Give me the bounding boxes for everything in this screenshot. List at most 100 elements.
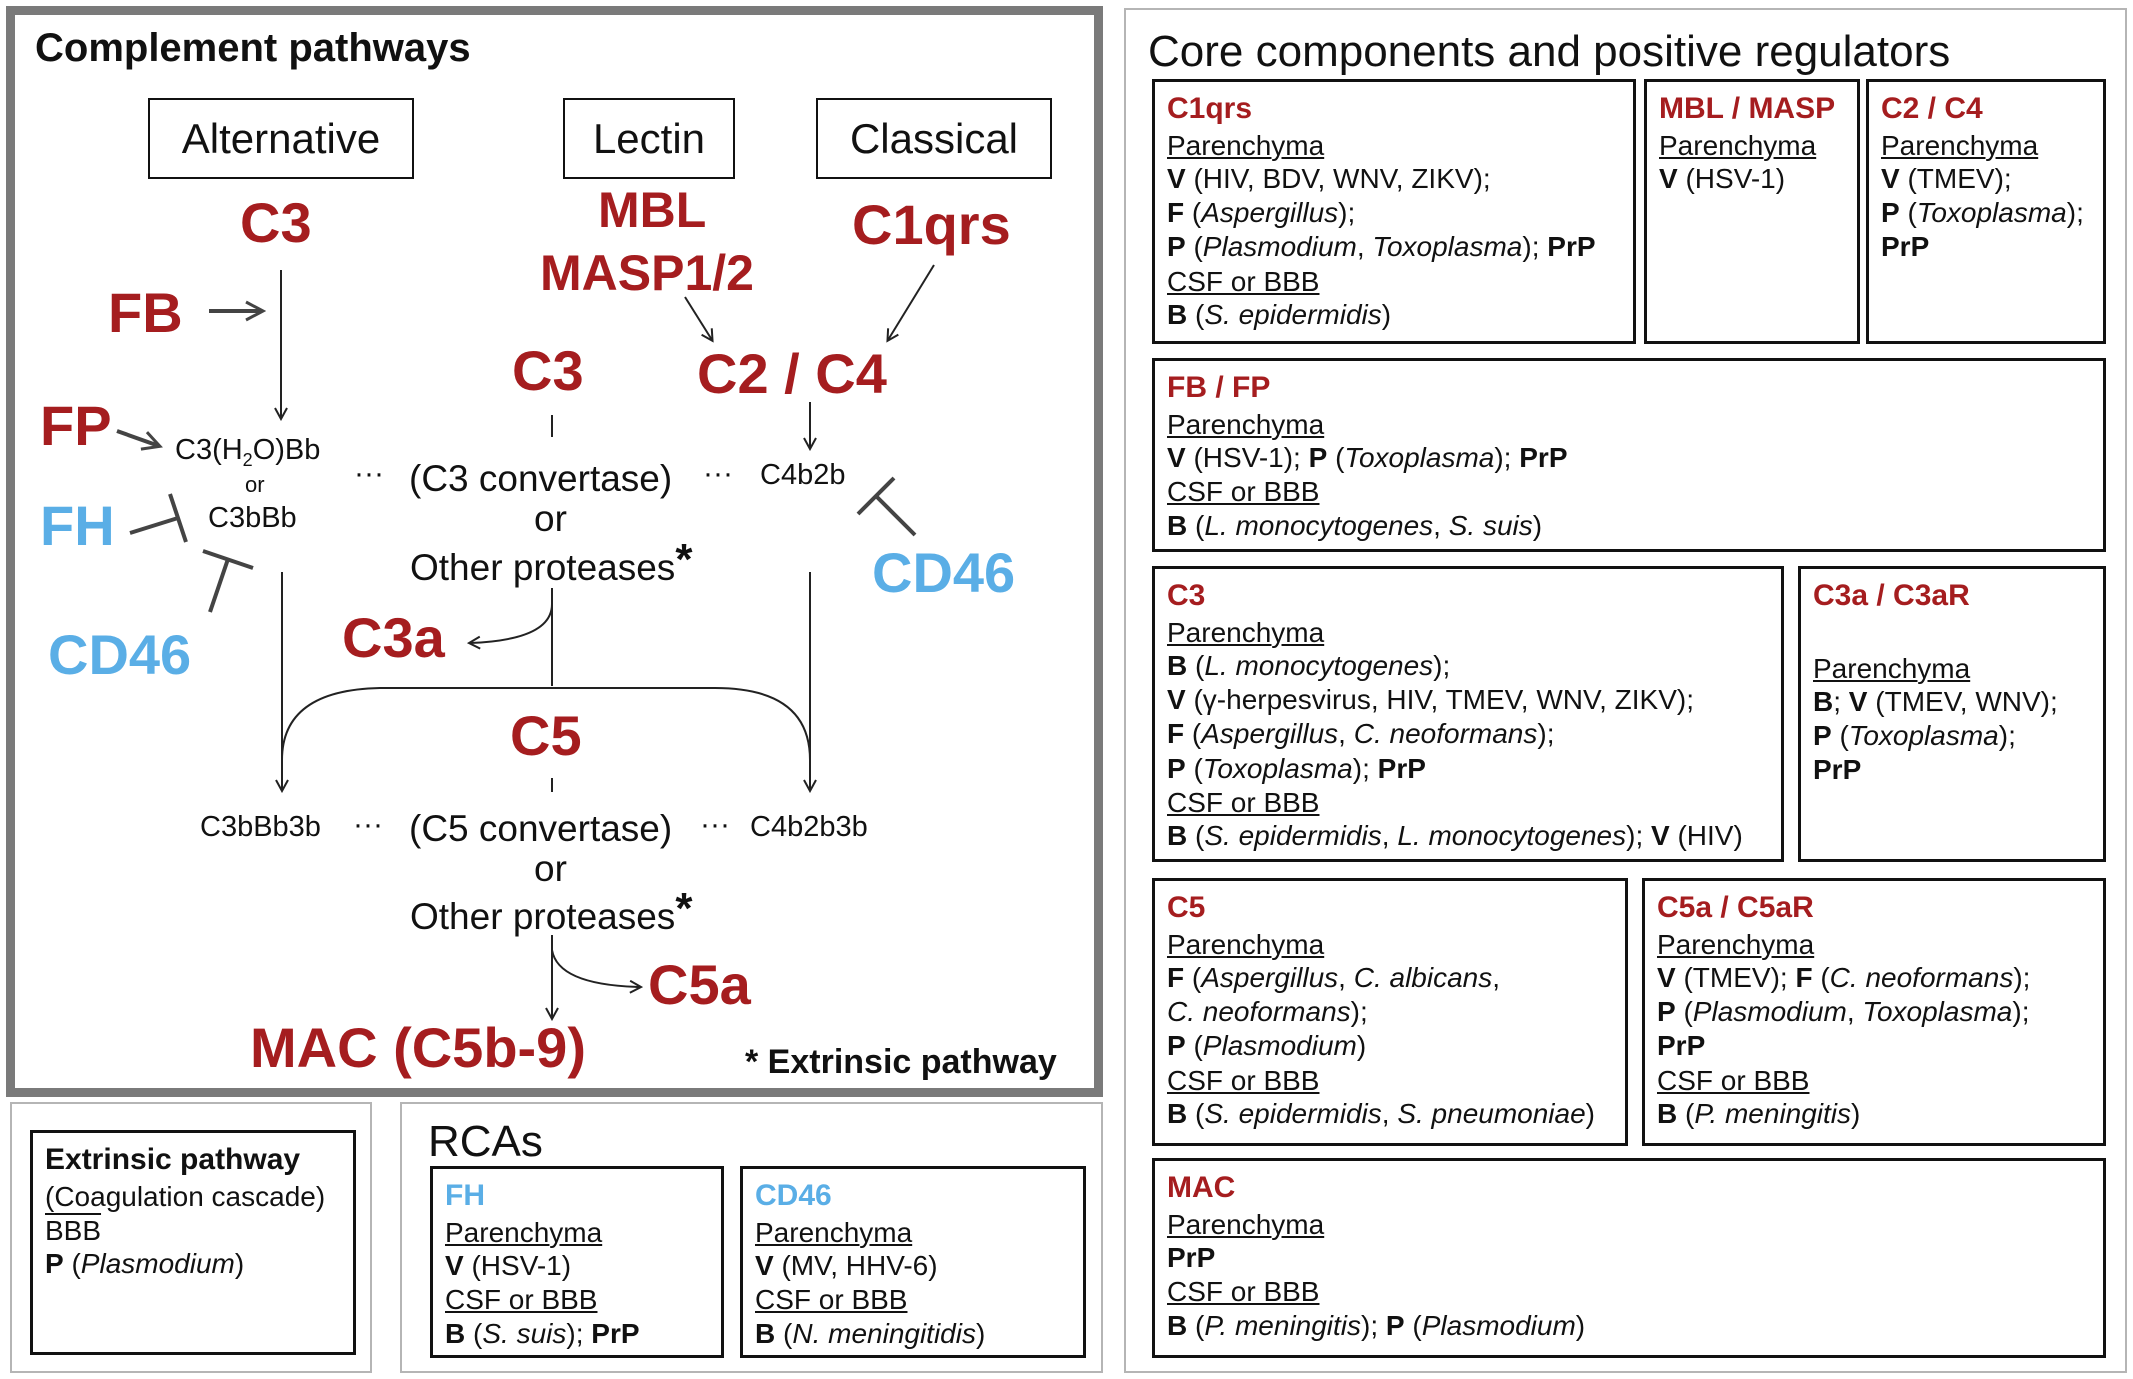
other-proteases-2: Other proteases* [410,884,693,937]
line: P (Plasmodium) [45,1248,245,1280]
bracket-curve [281,687,811,761]
arrow-c1qrs-to-c2c4 [888,264,935,340]
section-bbb: BBB [45,1214,102,1246]
line: P (Plasmodium, Toxoplasma); [1657,996,2030,1028]
c3h2obb-node: C3(H2O)Bb [175,434,321,470]
section-parenchyma: Parenchyma [1167,408,1325,440]
box-c5: C5 Parenchyma F (Aspergillus, C. albican… [1152,878,1628,1146]
c5-convertase: (C5 convertase) [409,808,673,849]
section-csf: CSF or BBB [755,1284,908,1316]
line: V (MV, HHV-6) [755,1250,938,1282]
c3bbb3b-node: C3bBb3b [200,811,321,843]
line: B (P. meningitis) [1657,1098,1861,1130]
line: B (S. epidermidis, L. monocytogenes); V … [1167,820,1743,852]
box-title: C5a / C5aR [1657,891,1814,924]
section-parenchyma: Parenchyma [1167,616,1325,648]
line: B (P. meningitis); P (Plasmodium) [1167,1309,1586,1341]
line: B (S. suis); PrP [445,1317,640,1349]
line: V (HSV-1) [1659,163,1786,195]
c3-convertase: (C3 convertase) [409,458,673,499]
line: F (Aspergillus); [1167,197,1356,229]
c1qrs-label: C1qrs [852,193,1011,256]
cd46-left-label: CD46 [48,623,192,686]
line: V (HSV-1) [445,1250,572,1282]
line: F (Aspergillus, C. neoformans); [1167,718,1555,750]
line: B (L. monocytogenes); [1167,650,1451,682]
line: B; V (TMEV, WNV); [1813,686,2058,718]
c4b2b-node: C4b2b [760,459,846,491]
box-c1qrs: C1qrs Parenchyma V (HIV, BDV, WNV, ZIKV)… [1152,79,1636,344]
section-csf: CSF or BBB [1167,265,1320,297]
line: C. neoformans); [1167,996,1368,1028]
section-parenchyma: Parenchyma [1881,129,2039,161]
line: P (Plasmodium) [1167,1030,1367,1062]
dots-1: ··· [354,457,384,490]
fh-label: FH [40,494,115,557]
section-csf: CSF or BBB [1167,786,1320,818]
c5a-label: C5a [648,953,751,1016]
fb-label: FB [108,281,183,344]
inhibit-cd46-right [874,494,917,537]
or-2: or [534,848,567,889]
section-csf: CSF or BBB [1167,1064,1320,1096]
box-title: MAC [1167,1171,1236,1204]
line: PrP [1657,1030,1706,1062]
arrow-to-c3a [470,603,553,643]
box-title: CD46 [755,1179,832,1212]
other-proteases-1: Other proteases* [410,535,693,588]
mac-label: MAC (C5b-9) [250,1016,586,1079]
complement-pathways-panel [6,6,1103,1097]
section-parenchyma: Parenchyma [445,1216,603,1248]
line: V (γ-herpesvirus, HIV, TMEV, WNV, ZIKV); [1167,684,1694,716]
arrow-masp-to-c2c4 [684,296,712,340]
box-title: C3 [1167,579,1206,612]
line: V (TMEV); F (C. neoformans); [1657,962,2031,994]
arrow-fp [116,429,159,446]
box-c3a-c3ar: C3a / C3aR Parenchyma B; V (TMEV, WNV); … [1798,566,2106,862]
or-1: or [534,498,567,539]
dots-3: ··· [353,808,383,841]
rcas-panel [400,1102,1103,1373]
section-parenchyma: Parenchyma [1659,129,1817,161]
header-alternative: Alternative [148,98,414,179]
line: (Coagulation cascade) [45,1180,326,1212]
rcas-title: RCAs [428,1117,543,1166]
core-components-panel [1124,8,2127,1373]
box-title: C3a / C3aR [1813,579,1970,612]
section-csf: CSF or BBB [1657,1064,1810,1096]
box-c2-c4: C2 / C4 Parenchyma V (TMEV); P (Toxoplas… [1866,79,2106,344]
box-title: C5 [1167,891,1206,924]
line: PrP [1167,1242,1216,1274]
line: B (S. epidermidis, S. pneumoniae) [1167,1098,1595,1130]
box-title: FB / FP [1167,371,1271,404]
line: B (L. monocytogenes, S. suis) [1167,509,1543,541]
cd46-right-label: CD46 [872,541,1016,604]
box-title: MBL / MASP [1659,92,1836,125]
line: B (N. meningitidis) [755,1317,986,1349]
mid-c3-label: C3 [512,339,584,402]
c3a-label: C3a [342,606,445,669]
section-parenchyma: Parenchyma [1167,1208,1325,1240]
masp-label: MASP1/2 [540,245,754,301]
dots-4: ··· [700,808,730,841]
line: B (S. epidermidis) [1167,299,1392,331]
box-title: FH [445,1179,485,1212]
line: P (Toxoplasma); [1881,197,2084,229]
line: P (Toxoplasma); PrP [1167,752,1426,784]
section-parenchyma: Parenchyma [1813,652,1971,684]
pathways-title: Complement pathways [35,26,471,70]
box-c3: C3 Parenchyma B (L. monocytogenes); V (γ… [1152,566,1784,862]
box-title: C2 / C4 [1881,92,1983,125]
section-parenchyma: Parenchyma [1167,928,1325,960]
arrow-to-c5a [551,949,640,987]
line: F (Aspergillus, C. albicans, [1167,962,1501,994]
line: V (HIV, BDV, WNV, ZIKV); [1167,163,1491,195]
line: P (Plasmodium, Toxoplasma); PrP [1167,231,1596,263]
section-parenchyma: Parenchyma [1657,928,1815,960]
inhibit-cd46-left [208,558,230,613]
header-classical: Classical [816,98,1052,179]
extrinsic-note: * Extrinsic pathway [745,1043,1057,1081]
fp-label: FP [40,394,112,457]
box-extrinsic: Extrinsic pathway (Coagulation cascade) … [30,1130,356,1355]
